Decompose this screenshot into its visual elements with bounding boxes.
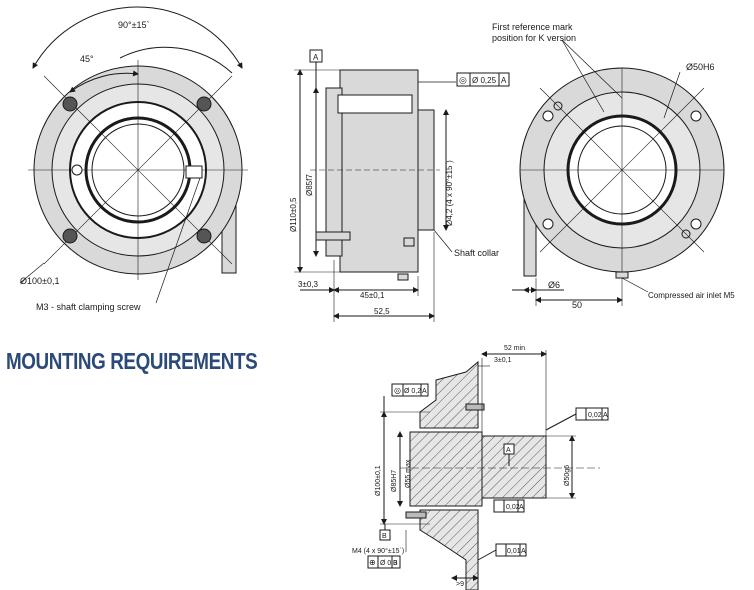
side-holes: Ø4,2 (4 x 90°±15`) [445,160,454,226]
side-view [294,49,510,322]
mount-runout-3-datum: A [521,548,526,555]
front-clamp-screw-note: M3 - shaft clamping screw [36,302,141,312]
side-dim-total: 52,5 [374,307,390,316]
side-shaft-collar-label: Shaft collar [454,248,499,258]
mount-datum-b: B [382,533,387,540]
mount-dia-100: Ø100±0,1 [375,465,382,496]
front-bolt-4 [196,228,212,244]
rear-ref-mark-line2: position for K version [492,33,576,43]
mount-shaft-stub [409,431,483,507]
mount-conc-symbol: ◎ [394,386,401,395]
mount-dim-9: >9 [456,581,464,588]
mount-pos-symbol: ⊕ [369,558,376,567]
side-conc-symbol: ◎ [459,75,467,85]
mount-runout-2: 0,02 [506,504,520,511]
side-datum-a: A [313,53,319,62]
mount-conc-value: Ø 0,2 [404,388,421,395]
rear-ref-mark-line1: First reference mark [492,22,573,32]
front-angle-total: 90°±15` [118,20,150,30]
side-conc-datum: A [501,76,507,85]
front-bolt-2 [196,96,212,112]
mount-dim-52min: 52 min [504,345,525,352]
mount-runout-1-datum: A [603,412,608,419]
mount-pos-datum: B [393,560,398,567]
mount-shaft-dia: Ø50g6 [564,465,571,486]
front-angle-half: 45° [80,54,94,64]
side-dim-body: 45±0,1 [360,291,385,300]
rear-pin-dia: Ø6 [548,280,560,290]
side-conc-value: Ø 0,25 [472,76,497,85]
mount-holes-m4: M4 (4 x 90°±15`) [352,547,404,555]
mount-pos-value: Ø 0,3 [380,560,397,567]
mount-conc-datum: A [422,388,427,395]
mount-datum-a: A [506,447,511,454]
side-dim-small: 3±0,3 [298,280,319,289]
mount-dia-85: Ø85H7 [391,470,398,492]
mount-runout-1: 0,02 [588,412,602,419]
rear-bore-label: Ø50H6 [686,62,715,72]
section-heading: MOUNTING REQUIREMENTS [6,348,258,374]
rear-dim-50: 50 [572,300,582,310]
mount-dim-3: 3±0,1 [494,357,512,364]
front-bolt-1 [62,96,78,112]
rear-air-inlet: Compressed air inlet M5 [648,291,735,300]
mount-housing-top [419,360,479,429]
front-view [19,6,248,304]
front-outer-diameter: Ø100±0,1 [20,276,59,286]
side-dia-flange: Ø110±0,5 [289,197,298,232]
front-bolt-3 [62,228,78,244]
mounting-section [367,350,609,590]
rear-view [512,39,725,306]
mount-dia-55: Ø55 max [405,459,412,488]
side-dia-pilot: Ø85f7 [305,174,314,196]
mount-runout-2-datum: A [519,504,524,511]
mount-runout-3: 0,01 [507,548,521,555]
